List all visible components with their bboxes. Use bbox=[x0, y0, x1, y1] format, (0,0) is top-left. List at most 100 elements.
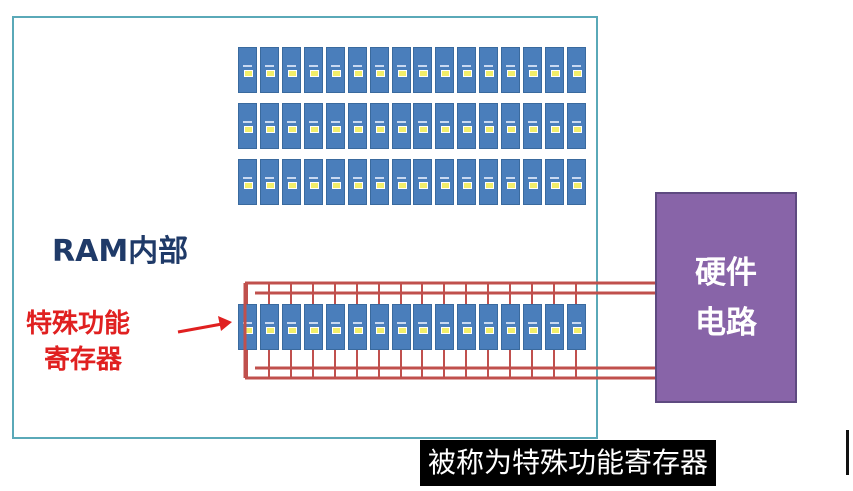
memory-cell bbox=[238, 47, 257, 93]
cell-stripe bbox=[243, 177, 252, 179]
cell-indicator bbox=[419, 126, 428, 133]
sfr-cell bbox=[545, 304, 564, 350]
hardware-line1: 硬件 bbox=[695, 254, 757, 291]
cell-indicator bbox=[332, 126, 341, 133]
memory-cell bbox=[304, 159, 323, 205]
cell-indicator bbox=[310, 327, 319, 334]
memory-cell bbox=[457, 103, 476, 149]
cell-indicator bbox=[398, 182, 407, 189]
memory-cell bbox=[282, 103, 301, 149]
cell-stripe bbox=[265, 121, 274, 123]
cell-stripe bbox=[528, 322, 537, 324]
cell-stripe bbox=[572, 177, 581, 179]
sfr-cell bbox=[501, 304, 520, 350]
cell-indicator bbox=[244, 70, 253, 77]
cell-indicator bbox=[485, 126, 494, 133]
cell-indicator bbox=[266, 126, 275, 133]
cell-stripe bbox=[309, 121, 318, 123]
cell-stripe bbox=[331, 322, 340, 324]
cell-indicator bbox=[463, 327, 472, 334]
memory-cell bbox=[413, 159, 432, 205]
cell-indicator bbox=[398, 327, 407, 334]
cell-stripe bbox=[484, 322, 493, 324]
cell-indicator bbox=[551, 327, 560, 334]
sfr-cell bbox=[435, 304, 454, 350]
memory-cell bbox=[567, 47, 586, 93]
cell-stripe bbox=[440, 322, 449, 324]
memory-cell bbox=[370, 103, 389, 149]
cell-stripe bbox=[353, 177, 362, 179]
cell-indicator bbox=[310, 182, 319, 189]
cell-stripe bbox=[287, 121, 296, 123]
memory-cell bbox=[304, 103, 323, 149]
cell-indicator bbox=[354, 327, 363, 334]
memory-cell bbox=[392, 159, 411, 205]
cell-stripe bbox=[462, 322, 471, 324]
memory-cell bbox=[567, 103, 586, 149]
sfr-cell bbox=[304, 304, 323, 350]
cell-indicator bbox=[332, 327, 341, 334]
memory-cell bbox=[523, 103, 542, 149]
memory-cell bbox=[282, 47, 301, 93]
cell-indicator bbox=[529, 327, 538, 334]
cell-indicator bbox=[507, 182, 516, 189]
cell-indicator bbox=[419, 327, 428, 334]
cell-stripe bbox=[528, 65, 537, 67]
cell-stripe bbox=[265, 322, 274, 324]
cell-indicator bbox=[354, 70, 363, 77]
cell-stripe bbox=[397, 322, 406, 324]
cell-indicator bbox=[310, 70, 319, 77]
cell-stripe bbox=[331, 121, 340, 123]
hardware-line2: 电路 bbox=[695, 304, 757, 341]
cell-stripe bbox=[462, 177, 471, 179]
sfr-label-line2: 寄存器 bbox=[44, 345, 123, 375]
cell-stripe bbox=[375, 322, 384, 324]
cell-indicator bbox=[529, 182, 538, 189]
arrow-shaft bbox=[177, 322, 223, 334]
cell-indicator bbox=[376, 327, 385, 334]
cell-indicator bbox=[441, 70, 450, 77]
cell-stripe bbox=[265, 177, 274, 179]
memory-cell bbox=[238, 103, 257, 149]
memory-cell bbox=[523, 47, 542, 93]
cell-indicator bbox=[266, 327, 275, 334]
cell-stripe bbox=[397, 177, 406, 179]
ram-boundary bbox=[12, 16, 598, 439]
memory-cell bbox=[435, 103, 454, 149]
ram-label: RAM内部 bbox=[52, 234, 189, 269]
arrow-head bbox=[218, 316, 232, 331]
memory-cell bbox=[392, 103, 411, 149]
cell-indicator bbox=[463, 182, 472, 189]
sfr-cell bbox=[260, 304, 279, 350]
cell-indicator bbox=[419, 70, 428, 77]
cell-stripe bbox=[462, 65, 471, 67]
cell-indicator bbox=[332, 182, 341, 189]
cell-indicator bbox=[376, 126, 385, 133]
cell-stripe bbox=[506, 177, 515, 179]
cell-stripe bbox=[484, 177, 493, 179]
memory-cell bbox=[304, 47, 323, 93]
cell-stripe bbox=[243, 121, 252, 123]
cell-stripe bbox=[572, 322, 581, 324]
cell-stripe bbox=[397, 65, 406, 67]
memory-cell bbox=[326, 47, 345, 93]
cell-indicator bbox=[573, 182, 582, 189]
cell-indicator bbox=[288, 70, 297, 77]
cell-stripe bbox=[265, 65, 274, 67]
cell-stripe bbox=[375, 65, 384, 67]
sfr-cell bbox=[457, 304, 476, 350]
cell-indicator bbox=[485, 182, 494, 189]
cell-indicator bbox=[288, 327, 297, 334]
memory-cell bbox=[479, 103, 498, 149]
cell-stripe bbox=[550, 121, 559, 123]
cell-stripe bbox=[506, 65, 515, 67]
cell-stripe bbox=[309, 65, 318, 67]
cell-indicator bbox=[310, 126, 319, 133]
memory-cell bbox=[523, 159, 542, 205]
memory-cell bbox=[545, 103, 564, 149]
cell-indicator bbox=[441, 327, 450, 334]
memory-cell bbox=[413, 47, 432, 93]
memory-cell bbox=[282, 159, 301, 205]
